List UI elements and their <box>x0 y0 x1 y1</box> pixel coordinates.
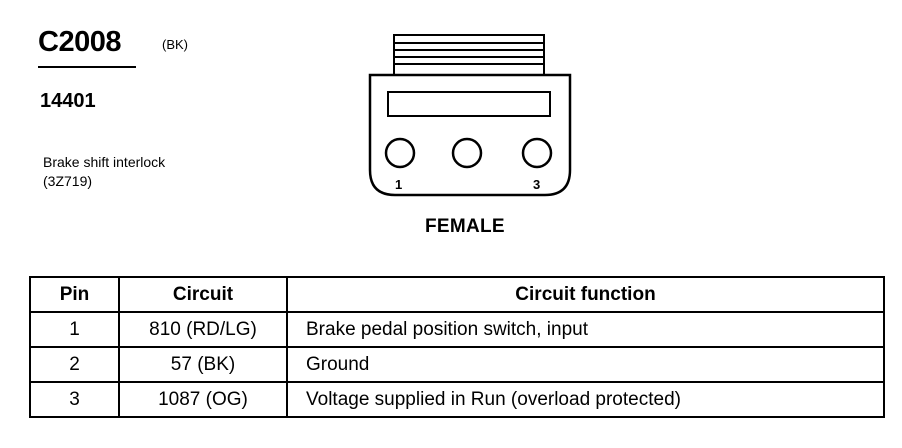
connector-color-code: (BK) <box>162 37 188 52</box>
function-cell: Brake pedal position switch, input <box>286 311 885 348</box>
pin-2-cavity <box>451 137 483 169</box>
component-name: Brake shift interlock <box>43 154 166 170</box>
connector-id-underline <box>38 66 136 68</box>
connector-id: C2008 <box>38 26 121 58</box>
pin-3-cavity <box>521 137 553 169</box>
function-cell: Voltage supplied in Run (overload protec… <box>286 381 885 418</box>
function-cell: Ground <box>286 346 885 383</box>
connector-key-slot <box>387 91 551 117</box>
pin-1-cavity <box>384 137 416 169</box>
table-row: 3 1087 (OG) Voltage supplied in Run (ove… <box>29 381 885 418</box>
connector-housing <box>368 73 572 197</box>
circuit-cell: 1087 (OG) <box>118 381 288 418</box>
table-row: 1 810 (RD/LG) Brake pedal position switc… <box>29 311 885 348</box>
header-pin: Pin <box>29 276 120 313</box>
circuit-cell: 57 (BK) <box>118 346 288 383</box>
pinout-table: Pin Circuit Circuit function 1 810 (RD/L… <box>29 276 885 418</box>
pin-cell: 2 <box>29 346 120 383</box>
connector-latch <box>393 34 545 76</box>
part-number: 14401 <box>40 90 96 112</box>
component-code: (3Z719) <box>43 173 93 189</box>
connector-gender-label: FEMALE <box>425 216 505 237</box>
component-description: Brake shift interlock (3Z719) <box>43 153 165 191</box>
connector-face-diagram: 1 3 <box>368 34 572 197</box>
pin-3-label: 3 <box>533 177 540 192</box>
circuit-cell: 810 (RD/LG) <box>118 311 288 348</box>
header-circuit-function: Circuit function <box>286 276 885 313</box>
pin-cell: 3 <box>29 381 120 418</box>
header-circuit: Circuit <box>118 276 288 313</box>
pin-cell: 1 <box>29 311 120 348</box>
table-row: 2 57 (BK) Ground <box>29 346 885 383</box>
table-header-row: Pin Circuit Circuit function <box>29 276 885 313</box>
pin-1-label: 1 <box>395 177 402 192</box>
